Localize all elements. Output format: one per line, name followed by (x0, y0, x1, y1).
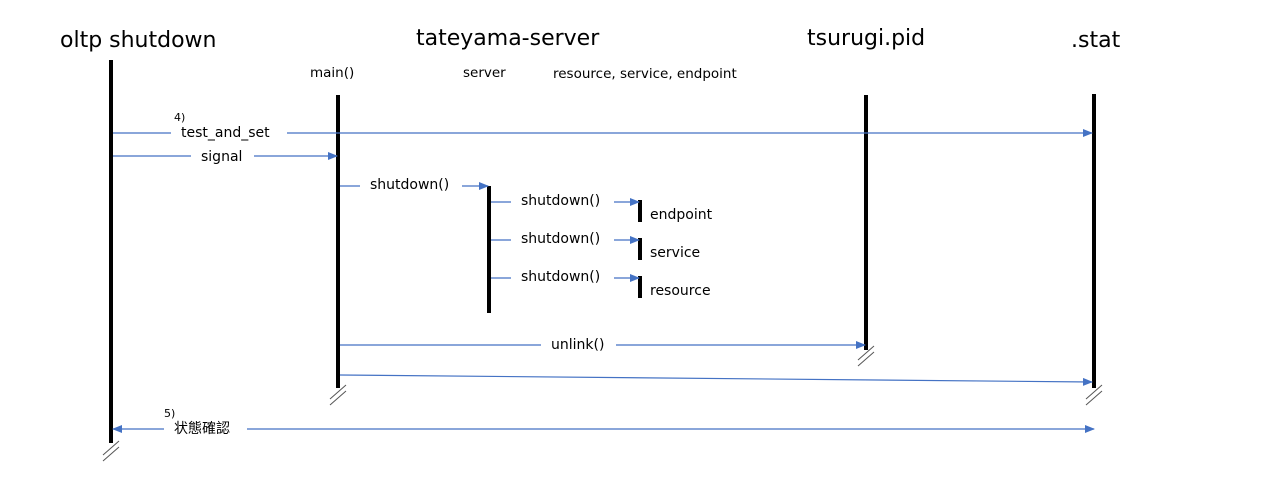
message-label-test-and-set: test_and_set (181, 125, 270, 141)
break-mark-oltp (102, 440, 120, 462)
subheader-components: resource, service, endpoint (553, 66, 737, 82)
header-oltp-shutdown: oltp shutdown (60, 28, 217, 53)
message-label-shutdown-server: shutdown() (370, 177, 449, 193)
step-number-4: 4) (174, 111, 185, 124)
break-mark-stat (1085, 384, 1103, 406)
component-label-service: service (650, 245, 700, 261)
header-stat: .stat (1071, 28, 1121, 53)
subheader-main: main() (310, 65, 354, 81)
message-label-status-check: 状態確認 (174, 421, 230, 437)
subheader-server: server (463, 65, 506, 81)
header-tsurugi-pid: tsurugi.pid (807, 26, 925, 51)
component-label-resource: resource (650, 283, 711, 299)
message-label-shutdown-service: shutdown() (521, 231, 600, 247)
message-label-signal: signal (201, 149, 242, 165)
message-label-shutdown-endpoint: shutdown() (521, 193, 600, 209)
message-label-shutdown-resource: shutdown() (521, 269, 600, 285)
message-label-unlink: unlink() (551, 337, 604, 353)
break-mark-main (329, 384, 347, 406)
component-label-endpoint: endpoint (650, 207, 713, 223)
step-number-5: 5) (164, 407, 175, 420)
message-arrow-main-to-stat (339, 374, 1093, 386)
header-tateyama-server: tateyama-server (416, 26, 600, 51)
break-mark-tsurugi-pid (857, 345, 875, 367)
